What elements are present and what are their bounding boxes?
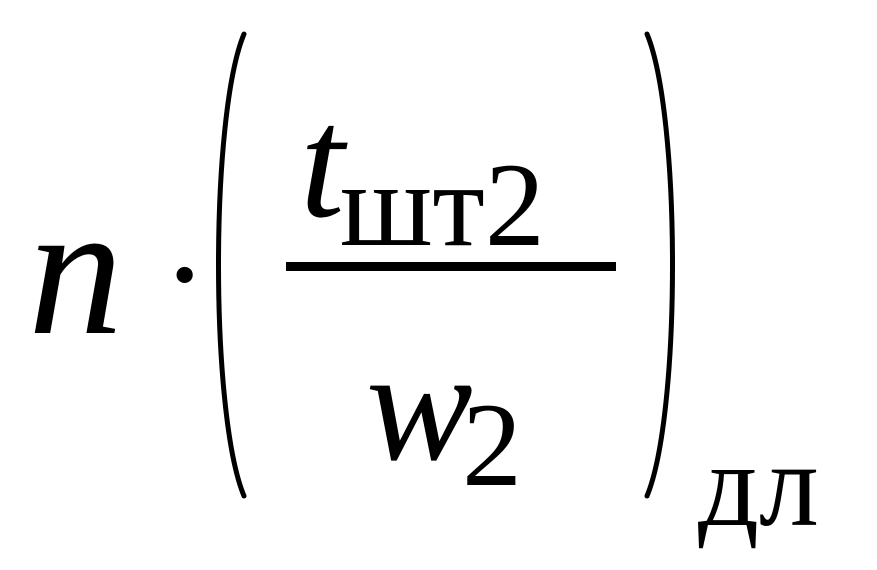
variable-n: n <box>28 165 123 375</box>
fraction-bar <box>286 262 616 271</box>
numerator-variable-t: t <box>300 73 345 251</box>
left-parenthesis <box>216 31 247 499</box>
denominator-subscript: 2 <box>462 378 522 511</box>
denominator-variable-w: w <box>366 316 473 494</box>
right-parenthesis <box>644 31 675 499</box>
numerator-subscript: шт2 <box>340 138 545 271</box>
multiplication-dot: · <box>168 219 202 330</box>
outer-subscript: дл <box>698 418 819 551</box>
